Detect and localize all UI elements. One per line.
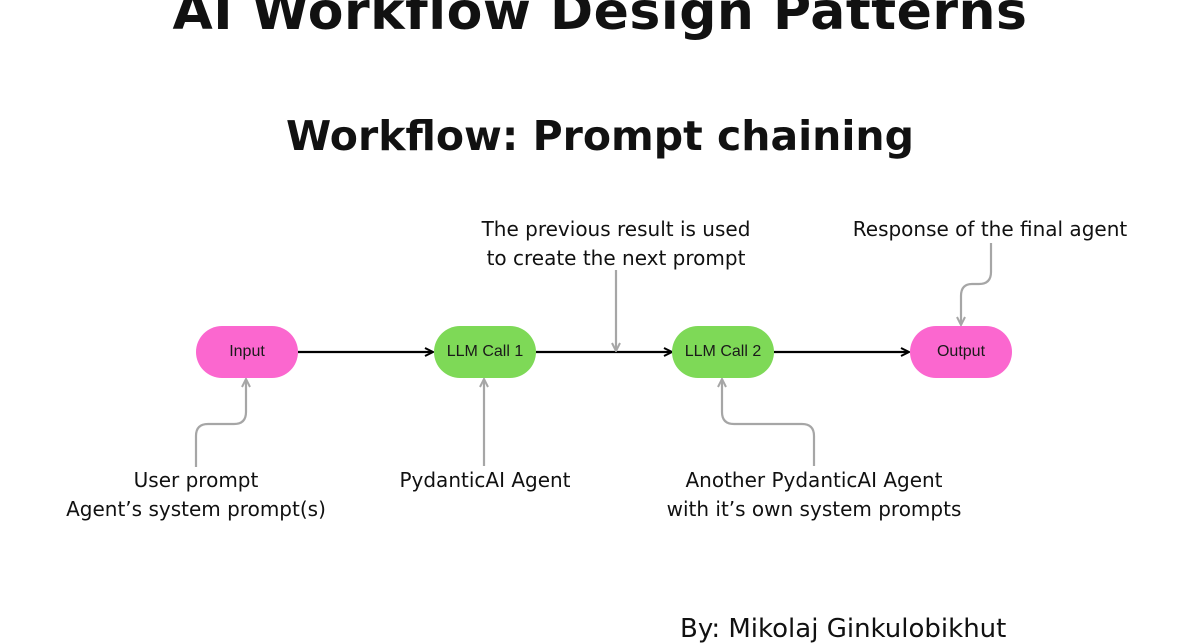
annotation-another-agent-line-2: with it’s own system prompts [666, 497, 962, 521]
llm-call-1-node: LLM Call 1 [434, 326, 536, 378]
llm-call-1-label: LLM Call 1 [446, 343, 524, 360]
annotation-previous-result-line-1: The previous result is used [481, 217, 751, 241]
output-node: Output [910, 326, 1012, 378]
llm-call-2-label: LLM Call 2 [684, 343, 762, 360]
connector-layer [194, 243, 993, 467]
main-title: AI Workflow Design Patterns [172, 0, 1028, 42]
annotation-previous-result: The previous result is used to create th… [466, 215, 766, 273]
output-node-label: Output [936, 343, 986, 360]
annotation-previous-result-line-2: to create the next prompt [486, 246, 746, 270]
annotation-user-prompt: User prompt Agent’s system prompt(s) [46, 466, 346, 524]
annotation-pydantic-agent-line-1: PydanticAI Agent [399, 468, 571, 492]
annotation-user-prompt-line-1: User prompt [133, 468, 259, 492]
arrow-user-prompt [194, 380, 246, 467]
arrow-final-response [961, 243, 993, 324]
input-node: Input [196, 326, 298, 378]
subtitle: Workflow: Prompt chaining [286, 112, 914, 160]
input-node-label: Input [229, 343, 265, 360]
annotation-user-prompt-line-2: Agent’s system prompt(s) [66, 497, 326, 521]
llm-call-2-node: LLM Call 2 [672, 326, 774, 378]
arrow-another-agent [722, 380, 816, 466]
annotation-another-agent-line-1: Another PydanticAI Agent [685, 468, 943, 492]
annotation-pydantic-agent: PydanticAI Agent [355, 466, 615, 495]
annotation-another-agent: Another PydanticAI Agent with it’s own s… [649, 466, 979, 524]
annotation-final-response: Response of the final agent [840, 215, 1140, 244]
annotation-final-response-line-1: Response of the final agent [852, 217, 1128, 241]
author-credit: By: Mikolaj Ginkulobikhut [680, 614, 1007, 644]
